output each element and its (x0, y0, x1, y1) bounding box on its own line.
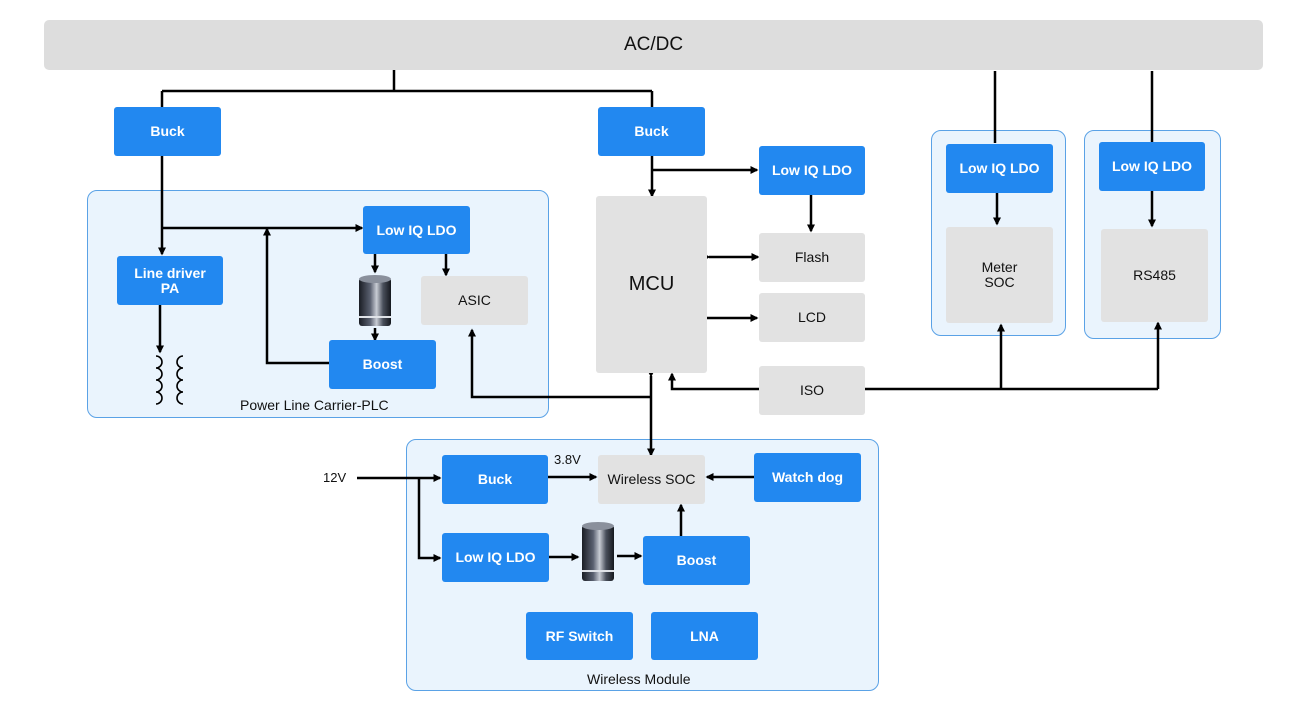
low-iq-ldo-plc-block: Low IQ LDO (363, 206, 470, 254)
transformer-icon (155, 355, 184, 405)
acdc-label: AC/DC (623, 34, 684, 55)
capacitor-icon (582, 522, 614, 581)
lcd-block: LCD (759, 293, 865, 342)
plc-group-label: Power Line Carrier-PLC (240, 397, 389, 413)
wireless-soc-block: Wireless SOC (598, 455, 705, 504)
low-iq-ldo-wireless-block: Low IQ LDO (442, 533, 549, 582)
low-iq-ldo-meter-block: Low IQ LDO (946, 144, 1053, 193)
boost-plc-block: Boost (329, 340, 436, 389)
buck-main-block: Buck (598, 107, 705, 156)
flash-block: Flash (759, 233, 865, 282)
acdc-bar: AC/DC (44, 20, 1263, 70)
voltage-3v8-label: 3.8V (554, 452, 581, 467)
buck-plc-block: Buck (114, 107, 221, 156)
boost-wireless-block: Boost (643, 536, 750, 585)
watchdog-block: Watch dog (754, 453, 861, 502)
asic-block: ASIC (421, 276, 528, 325)
rf-switch-block: RF Switch (526, 612, 633, 660)
lna-block: LNA (651, 612, 758, 660)
mcu-block: MCU (596, 196, 707, 373)
low-iq-ldo-rs485-block: Low IQ LDO (1099, 142, 1205, 191)
rs485-block: RS485 (1101, 229, 1208, 322)
line-driver-pa-block: Line driver PA (117, 256, 223, 305)
capacitor-icon (359, 275, 391, 326)
low-iq-ldo-mcu-block: Low IQ LDO (759, 146, 865, 195)
wireless-group-label: Wireless Module (587, 671, 691, 687)
voltage-12v-label: 12V (323, 470, 347, 485)
iso-block: ISO (759, 366, 865, 415)
meter-soc-block: Meter SOC (946, 227, 1053, 323)
buck-wireless-block: Buck (442, 455, 548, 504)
